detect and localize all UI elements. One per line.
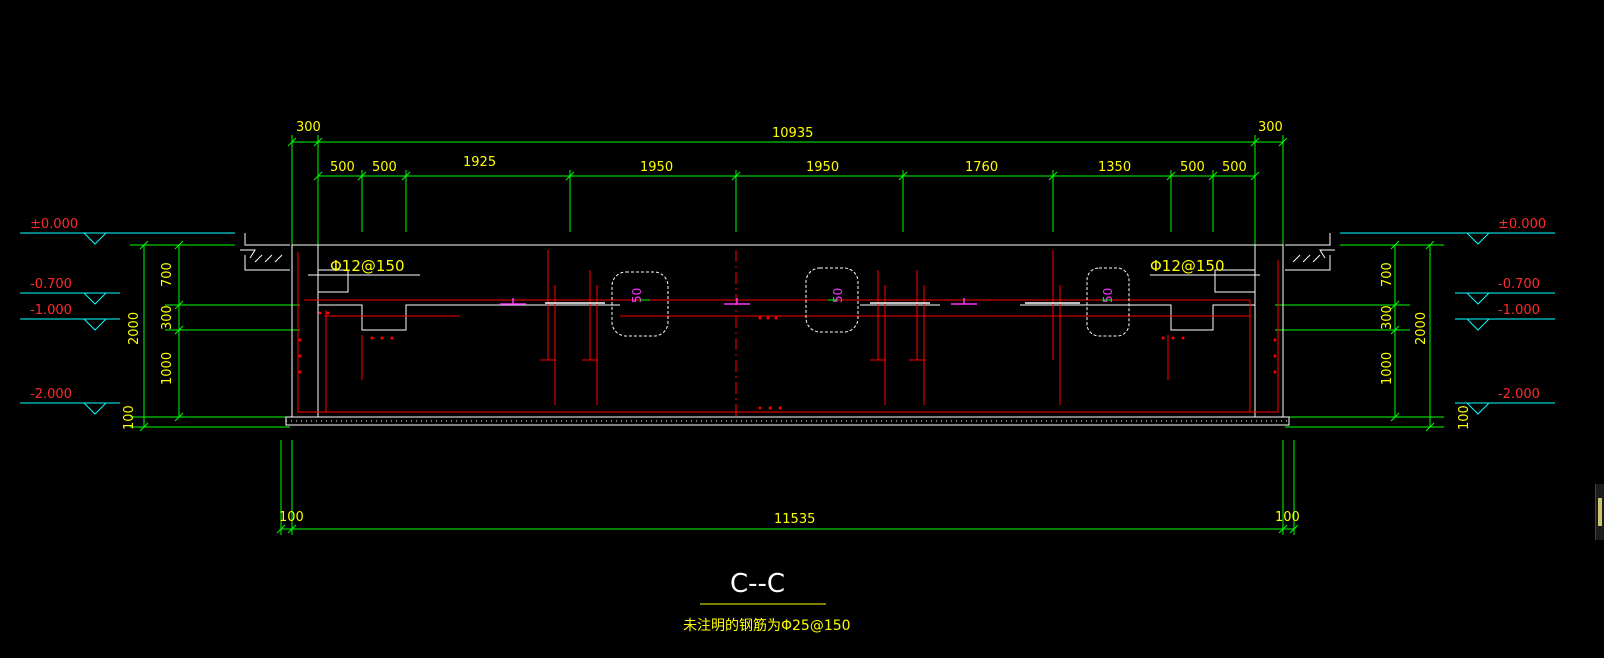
elevation-label-right: ±0.000 [1498, 217, 1546, 232]
dim-segment: 500 [372, 160, 397, 175]
dim-segment: 1925 [463, 155, 496, 170]
elevation-label-left: -2.000 [30, 387, 72, 402]
vdim-left: 700 [160, 262, 175, 287]
vdim-left: 1000 [160, 352, 175, 385]
vdim-left: 300 [160, 305, 175, 330]
dim-left-wall: 300 [296, 120, 321, 135]
dim-segment: 1950 [806, 160, 839, 175]
scrollbar-thumb[interactable] [1598, 498, 1602, 526]
dim-segment: 500 [1180, 160, 1205, 175]
sump-label: 50 [1101, 288, 1115, 303]
vdim-right: 2000 [1414, 312, 1429, 345]
elevation-label-left: -0.700 [30, 277, 72, 292]
rebar-lines [297, 250, 1279, 418]
dim-bottom-left: 100 [279, 510, 304, 525]
dim-right-wall: 300 [1258, 120, 1283, 135]
dim-segment: 1950 [640, 160, 673, 175]
vertical-scrollbar[interactable] [1595, 484, 1604, 540]
elevation-label-left: ±0.000 [30, 217, 78, 232]
elevation-label-right: -2.000 [1498, 387, 1540, 402]
rebar-label-right: Φ12@150 [1150, 257, 1225, 275]
pit-structure [240, 233, 1335, 426]
dim-overall-top: 10935 [772, 126, 813, 141]
top-dimension-chain [287, 135, 1288, 245]
vdim-left: 2000 [127, 312, 142, 345]
embedded-plates [500, 298, 1080, 305]
left-vertical-dims [130, 240, 300, 432]
dim-segment: 500 [1222, 160, 1247, 175]
section-title: C--C [730, 569, 785, 599]
dim-segment: 500 [330, 160, 355, 175]
elevation-label-right: -0.700 [1498, 277, 1540, 292]
vdim-right: 100 [1457, 405, 1472, 430]
section-note: 未注明的钢筋为Φ25@150 [683, 617, 851, 634]
vdim-right: 1000 [1380, 352, 1395, 385]
dim-segment: 1350 [1098, 160, 1131, 175]
dim-bottom-right: 100 [1275, 510, 1300, 525]
bottom-dimension-chain [276, 440, 1299, 535]
rebar-label-left: Φ12@150 [330, 257, 405, 275]
elevation-label-right: -1.000 [1498, 303, 1540, 318]
dim-overall-bottom: 11535 [774, 512, 815, 527]
dim-segment: 1760 [965, 160, 998, 175]
vdim-right: 700 [1380, 262, 1395, 287]
rebar-dots [298, 311, 1277, 410]
vdim-right: 300 [1380, 305, 1395, 330]
vdim-left: 100 [122, 405, 137, 430]
right-vertical-dims [1275, 240, 1444, 432]
right-elevation-lines [1340, 232, 1555, 415]
left-elevation-lines [20, 232, 235, 415]
sump-label: 50 [831, 288, 845, 303]
sump-clouds [611, 267, 1130, 337]
elevation-label-left: -1.000 [30, 303, 72, 318]
sump-label: 50 [630, 288, 644, 303]
